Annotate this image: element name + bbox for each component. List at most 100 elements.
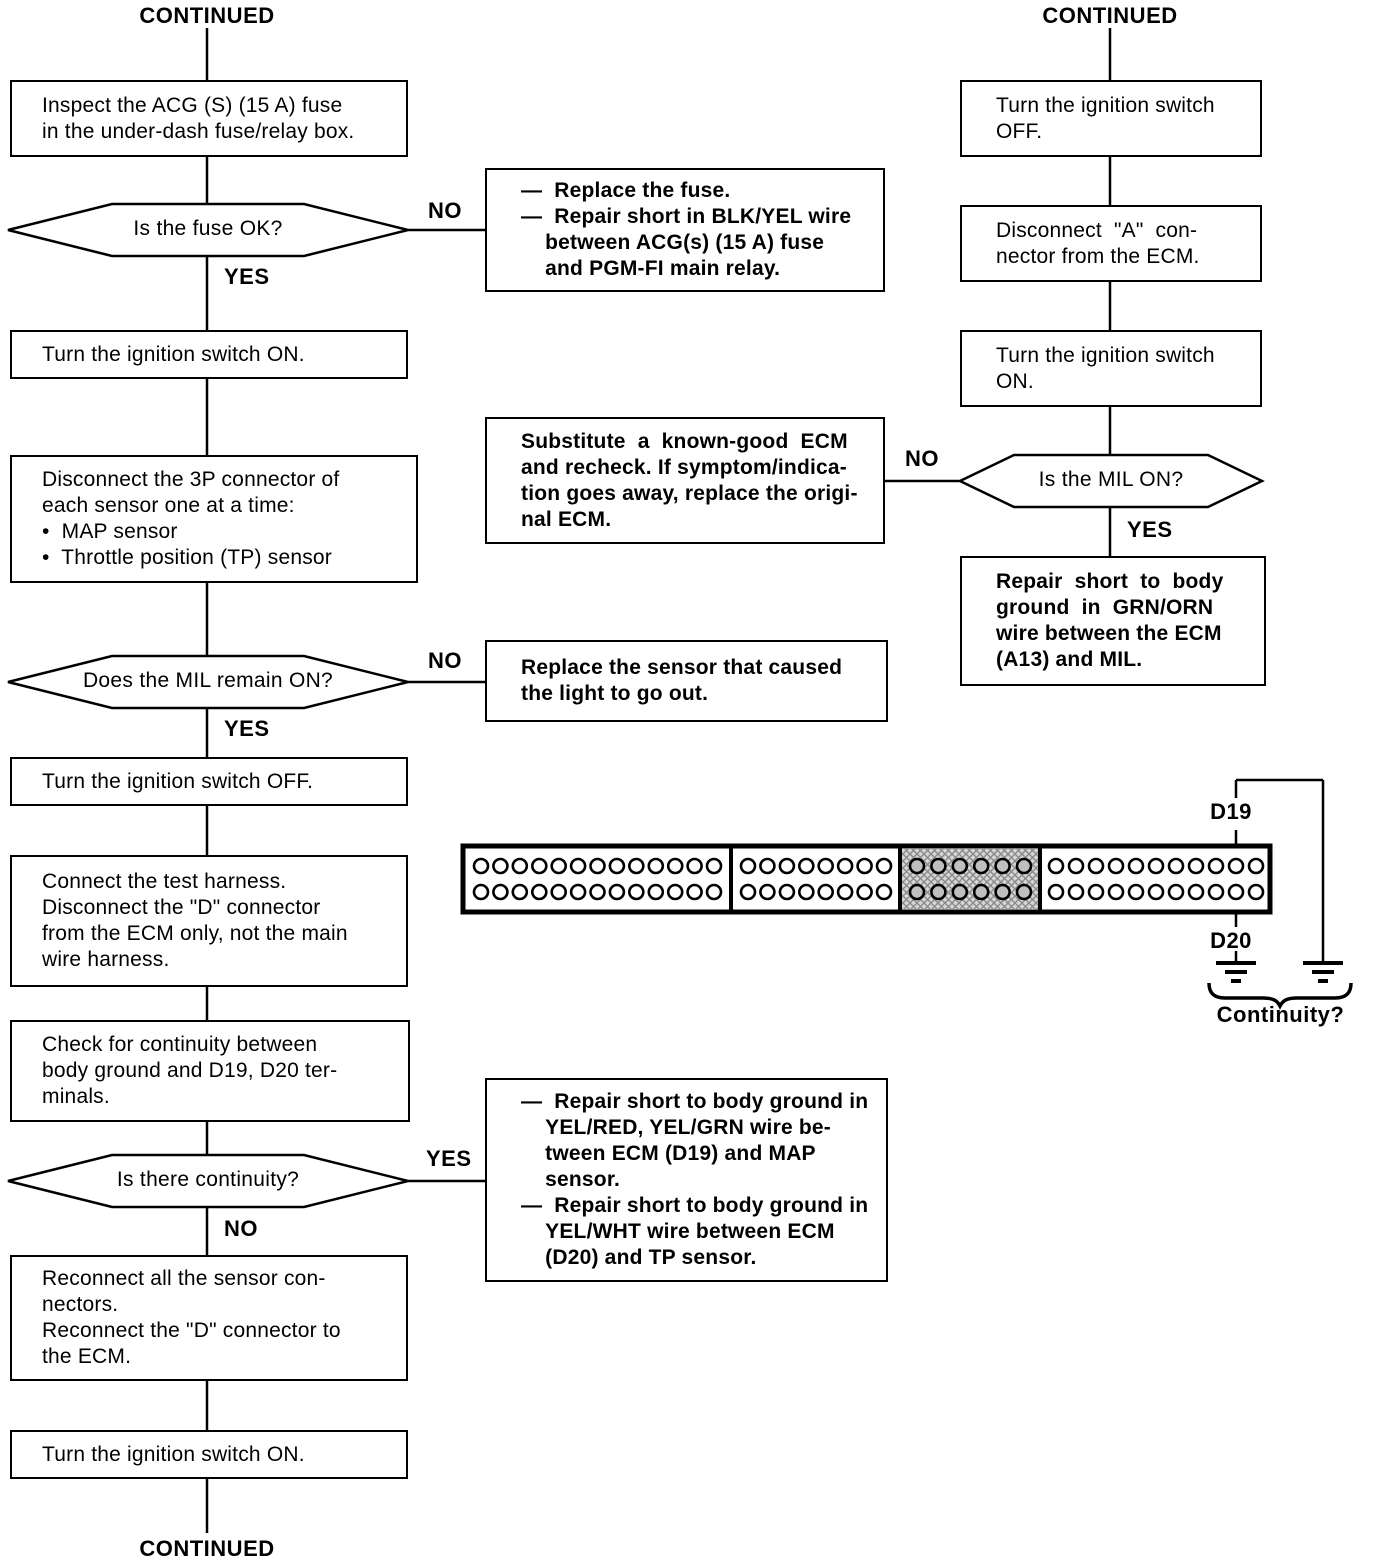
connector-pin: [797, 883, 815, 901]
connector-pin: [836, 857, 854, 875]
connector-shaded-section: [901, 849, 1039, 909]
decision-mil-remain-shape: [7, 654, 409, 710]
connector-pin: [817, 857, 835, 875]
connector-pin: [930, 857, 947, 875]
process-box-reconnect: Reconnect all the sensor con- nectors. R…: [10, 1255, 408, 1381]
connector-pin: [647, 857, 665, 875]
connector-pin: [550, 883, 568, 901]
connector-pin: [550, 857, 568, 875]
connector-pin: [778, 857, 796, 875]
process-box-ignition-on-2: Turn the ignition switch ON.: [10, 1430, 408, 1479]
yes-label-fuse: YES: [224, 264, 270, 289]
connector-pin: [647, 883, 665, 901]
connector-pin: [492, 857, 509, 875]
connector-pin: [569, 883, 587, 901]
connector-pin: [1207, 857, 1225, 875]
connector-pin: [1227, 883, 1245, 901]
connector-pin: [1187, 883, 1205, 901]
connector-pin: [778, 883, 796, 901]
connector-pin: [1147, 883, 1165, 901]
ecm-connector-diagram: [460, 778, 1353, 1010]
connector-pin: [817, 883, 835, 901]
connector-pin: [1047, 857, 1065, 875]
connector-pin: [951, 883, 969, 901]
process-box-inspect-fuse: Inspect the ACG (S) (15 A) fuse in the u…: [10, 80, 408, 157]
connector-pin: [836, 883, 854, 901]
connector-pin: [705, 883, 723, 901]
connector-pin: [1227, 857, 1245, 875]
connector-pin: [930, 883, 947, 901]
decision-shapes: [7, 202, 1265, 1209]
connector-pin: [686, 883, 703, 901]
connector-pin: [1247, 883, 1265, 901]
no-label-continuity: NO: [224, 1216, 258, 1241]
connector-pin: [492, 883, 509, 901]
process-box-ignition-off: Turn the ignition switch OFF.: [10, 757, 408, 806]
process-box-connect-harness: Connect the test harness. Disconnect the…: [10, 855, 408, 987]
yes-label-mil-remain: YES: [224, 716, 270, 741]
connector-pin: [856, 857, 873, 875]
yes-label-continuity: YES: [426, 1146, 472, 1171]
connector-pin: [739, 883, 757, 901]
connector-pin: [908, 883, 926, 901]
brace-icon: [1207, 982, 1353, 1010]
connector-pin: [569, 857, 587, 875]
no-label-fuse: NO: [428, 198, 462, 223]
yes-label-mil-on: YES: [1127, 517, 1173, 542]
connector-pin: [589, 857, 606, 875]
connector-pin: [1087, 857, 1105, 875]
process-box-ignition-on-1: Turn the ignition switch ON.: [10, 330, 408, 379]
connector-pin: [875, 883, 893, 901]
connector-pin: [1067, 883, 1085, 901]
connector-pin: [1167, 883, 1185, 901]
connector-pin: [972, 883, 990, 901]
connector-pin: [530, 883, 548, 901]
connector-pin: [1047, 883, 1065, 901]
continuity-question-label: Continuity?: [1216, 1002, 1345, 1027]
result-box-replace-fuse: — Replace the fuse. — Repair short in BL…: [485, 168, 885, 292]
decision-fuse-ok-label: Is the fuse OK?: [133, 217, 283, 240]
connector-pin: [666, 883, 684, 901]
d20-terminal-label: D20: [1210, 928, 1252, 953]
connector-pin: [951, 857, 969, 875]
connector-pin: [875, 857, 893, 875]
decision-mil-on-shape: [957, 453, 1265, 509]
result-box-repair-short: — Repair short to body ground in YEL/RED…: [485, 1078, 888, 1282]
connector-pin: [686, 857, 703, 875]
process-box-r-disconnect-a: Disconnect "A" con- nector from the ECM.: [960, 205, 1262, 282]
process-box-check-continuity: Check for continuity between body ground…: [10, 1020, 410, 1122]
connector-pin: [739, 857, 757, 875]
connector-pin: [856, 883, 873, 901]
connector-pin: [972, 857, 990, 875]
right-column-lines: [883, 28, 1112, 558]
connector-pin: [1247, 857, 1265, 875]
decision-fuse-ok-shape: [7, 202, 409, 258]
connector-pin: [1127, 857, 1145, 875]
connector-pin: [666, 857, 684, 875]
connector-pin: [1015, 883, 1033, 901]
decision-mil-on-label: Is the MIL ON?: [1038, 468, 1184, 491]
connector-pin: [472, 857, 490, 875]
process-box-r-ignition-on: Turn the ignition switch ON.: [960, 330, 1262, 407]
connector-pin: [1167, 857, 1185, 875]
connector-pin: [797, 857, 815, 875]
connector-pin: [1147, 857, 1165, 875]
result-box-substitute-ecm: Substitute a known-good ECM and recheck.…: [485, 417, 885, 544]
left-column-lines: [205, 28, 487, 1533]
connector-pin: [511, 883, 529, 901]
connector-pin: [994, 883, 1011, 901]
connector-pin: [759, 883, 776, 901]
connector-pin: [705, 857, 723, 875]
connector-pin: [608, 883, 626, 901]
continued-label-top-right: CONTINUED: [1042, 3, 1178, 28]
connector-body: [460, 843, 1273, 915]
connector-pin: [589, 883, 606, 901]
connector-pin: [511, 857, 529, 875]
ground-icon-left: [1216, 961, 1256, 983]
result-box-repair-grn-orn: Repair short to body ground in GRN/ORN w…: [960, 556, 1266, 686]
connector-pin: [608, 857, 626, 875]
connector-pin: [1087, 883, 1105, 901]
process-box-r-ignition-off: Turn the ignition switch OFF.: [960, 80, 1262, 157]
